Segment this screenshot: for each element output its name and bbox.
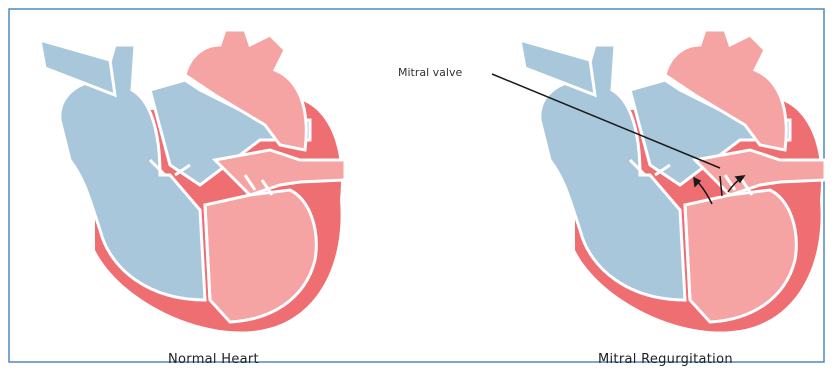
mitral-regurgitation-illustration — [520, 30, 825, 332]
normal-heart-caption: Normal Heart — [168, 352, 259, 367]
mitral-valve-label: Mitral valve — [398, 66, 462, 79]
mitral-regurgitation-caption: Mitral Regurgitation — [598, 352, 733, 367]
normal-heart-illustration — [40, 30, 345, 332]
